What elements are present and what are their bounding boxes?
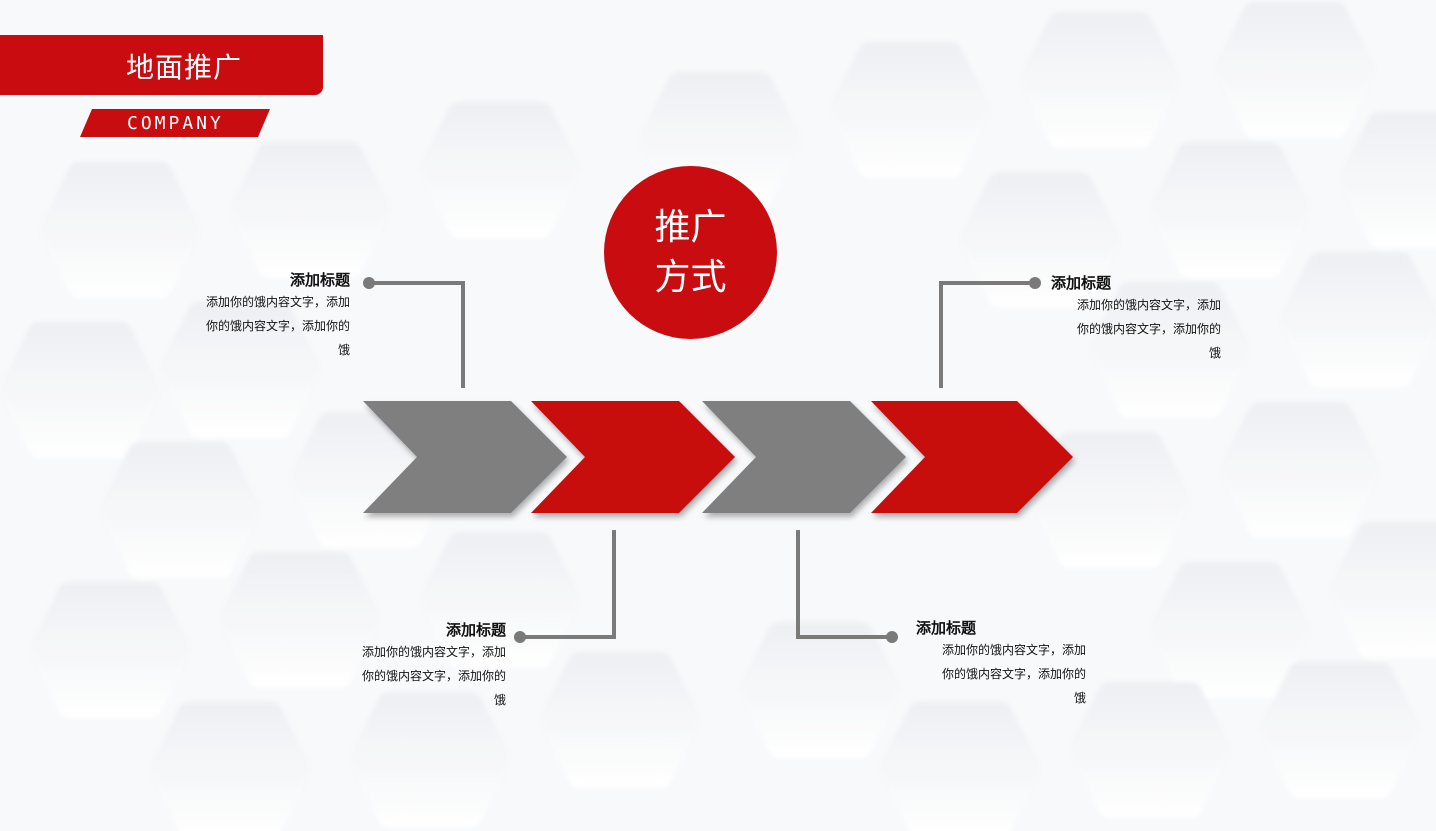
callout-top-left: 添加标题 添加你的饿内容文字，添加 你的饿内容文字，添加你的 饿 [190, 270, 350, 362]
callout-body: 添加你的饿内容文字，添加 你的饿内容文字，添加你的 饿 [361, 645, 506, 707]
callout-body: 添加你的饿内容文字，添加 你的饿内容文字，添加你的 饿 [1076, 298, 1221, 360]
callout-top-right: 添加标题 添加你的饿内容文字，添加 你的饿内容文字，添加你的 饿 [1051, 273, 1221, 365]
callout-body: 添加你的饿内容文字，添加 你的饿内容文字，添加你的 饿 [941, 643, 1086, 705]
callout-bottom-right: 添加标题 添加你的饿内容文字，添加 你的饿内容文字，添加你的 饿 [916, 618, 1086, 710]
center-circle: 推广 方式 [604, 166, 777, 339]
callout-title: 添加标题 [1051, 274, 1112, 292]
callout-bottom-left: 添加标题 添加你的饿内容文字，添加 你的饿内容文字，添加你的 饿 [346, 620, 506, 712]
chevron-4-label: 沿海 地区 [951, 434, 997, 490]
callout-title: 添加标题 [445, 621, 506, 639]
title-bar [0, 35, 323, 95]
chevron-1-label: 代理 推广 [445, 438, 491, 494]
page-title: 地面推广 [126, 51, 243, 84]
chevron-3-label: 本地 推广 [784, 434, 830, 490]
callout-body: 添加你的饿内容文字，添加 你的饿内容文字，添加你的 饿 [205, 295, 350, 357]
company-label: COMPANY [127, 113, 224, 134]
chevron-2-label: 周边 推广 [616, 434, 662, 490]
center-circle-line1: 推广 [654, 206, 727, 248]
company-tag [80, 109, 270, 137]
callout-title: 添加标题 [916, 619, 977, 637]
callout-title: 添加标题 [289, 271, 350, 289]
center-circle-line2: 方式 [654, 256, 727, 298]
